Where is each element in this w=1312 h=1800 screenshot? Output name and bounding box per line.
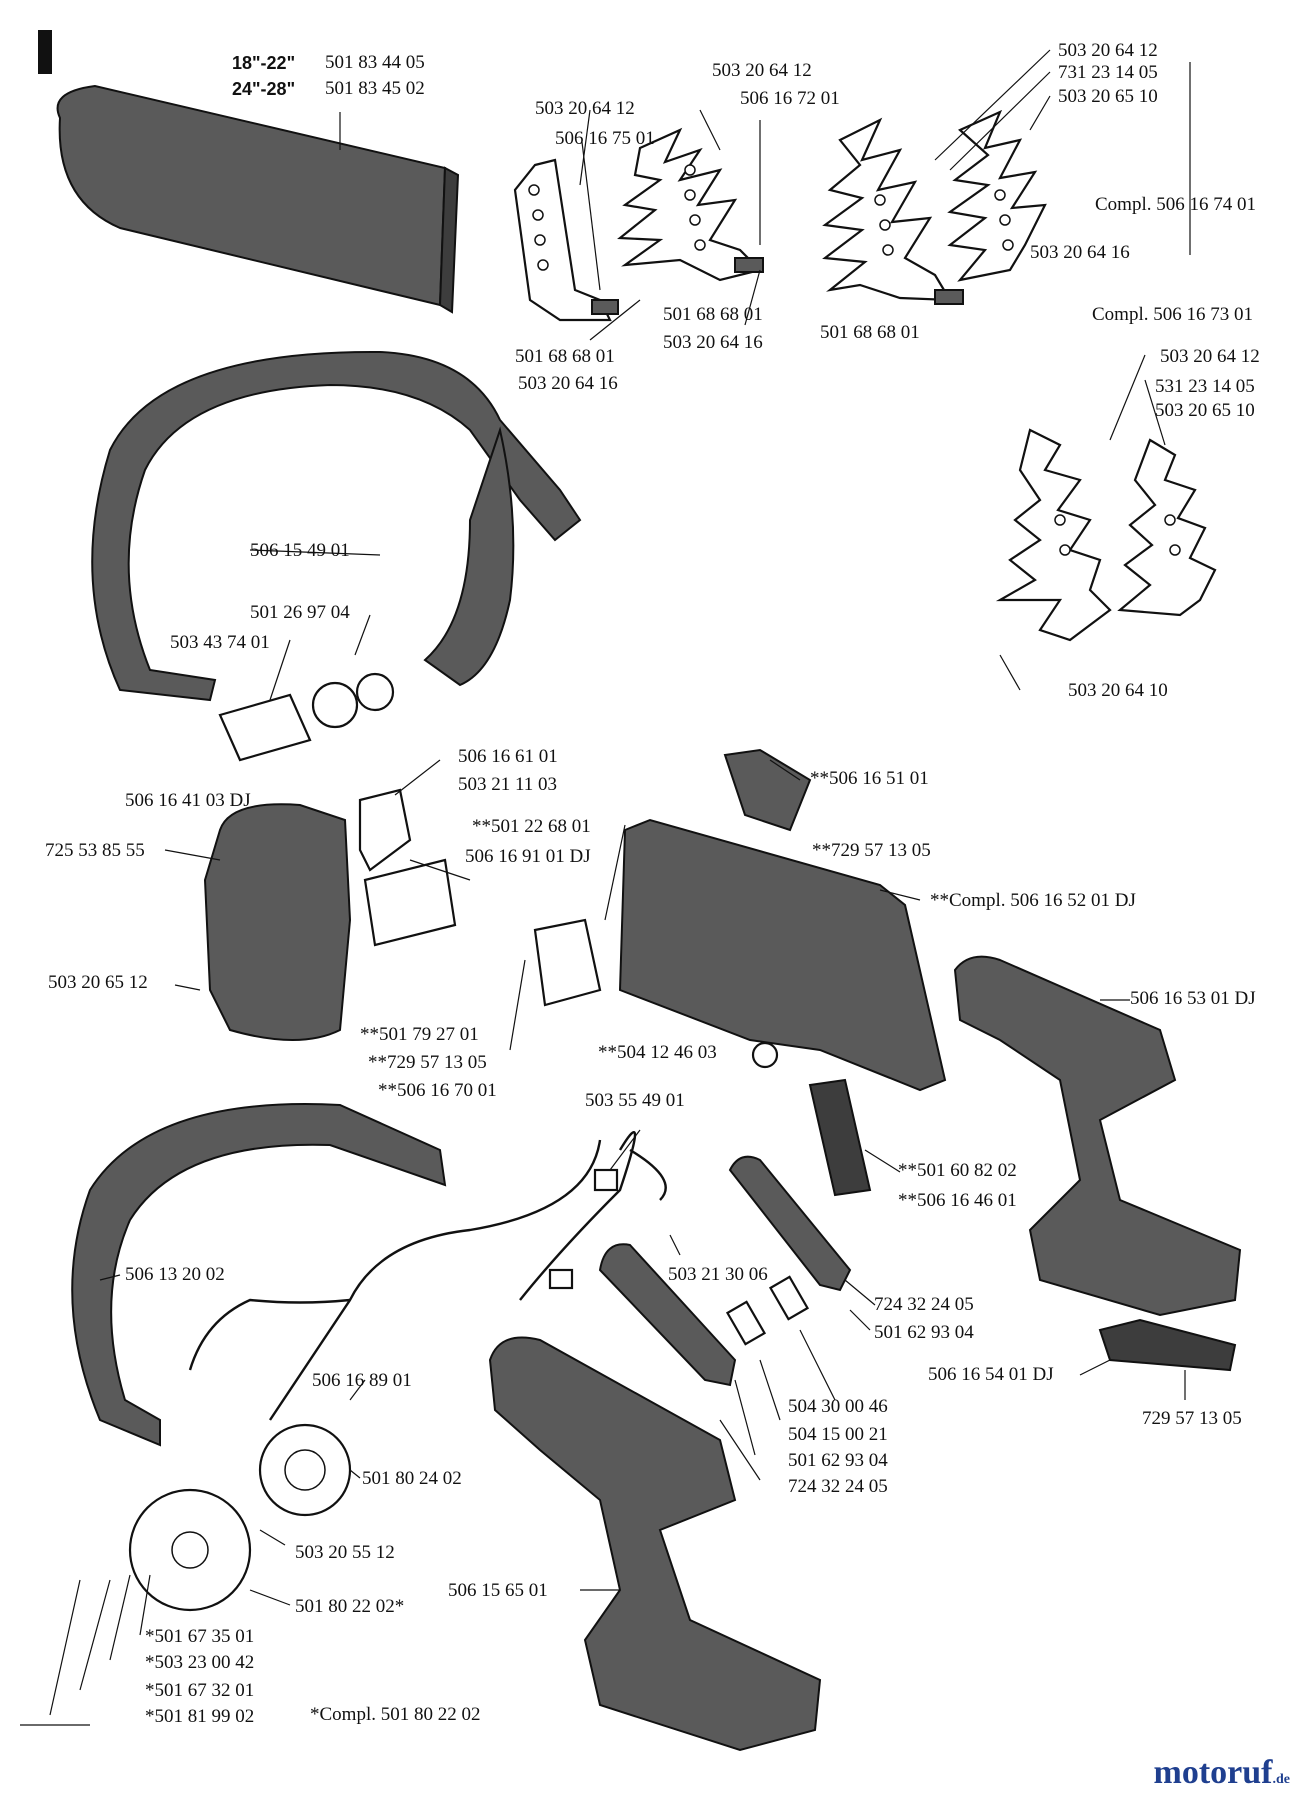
section-mark xyxy=(38,30,52,74)
label-spacer-a: 501 62 93 04 xyxy=(874,1322,974,1343)
label-flywheel-part-1: *501 67 35 01 xyxy=(145,1626,255,1647)
label-bar-cover-size-24-28: 24"-28" xyxy=(232,79,296,99)
label-guide-pin: **501 22 68 01 xyxy=(472,816,591,837)
label-bar-cover-size-18-22: 18"-22" xyxy=(232,53,296,73)
label-mid-spike-plate: 506 16 72 01 xyxy=(740,88,840,109)
label-big-spike-screw: 503 20 64 12 xyxy=(1058,40,1158,61)
label-flywheel-part-4: *501 81 99 02 xyxy=(145,1706,255,1727)
label-big-spike-nut: 501 68 68 01 xyxy=(820,322,920,343)
label-right-spike-screw-1: 503 20 64 12 xyxy=(1160,346,1260,367)
brand-logo: motoruf.de xyxy=(1154,1754,1290,1792)
label-switch-screw: 503 21 30 06 xyxy=(668,1264,768,1285)
label-muffler-screw-2: 503 20 65 12 xyxy=(48,972,148,993)
label-dampener-sleeve: 503 43 74 01 xyxy=(170,632,270,653)
bar-cover-drawing xyxy=(56,84,460,314)
label-front-handle: 506 15 49 01 xyxy=(250,540,350,561)
big-spike-drawing xyxy=(822,109,1047,305)
heated-handle-drawing xyxy=(71,1103,447,1447)
label-mid-spike-nut: 501 68 68 01 xyxy=(663,304,763,325)
label-muffler: 506 16 41 03 DJ xyxy=(125,790,251,811)
label-sleeve-a: 504 30 00 46 xyxy=(788,1396,888,1417)
label-big-spike-screw-3: 503 20 64 16 xyxy=(1030,242,1130,263)
label-right-spike-washer: 531 23 14 05 xyxy=(1155,376,1255,397)
rear-handle-right-drawing xyxy=(953,955,1242,1372)
label-clutch-cover: **Compl. 506 16 52 01 DJ xyxy=(930,890,1136,911)
label-flywheel-compl: *Compl. 501 80 22 02 xyxy=(310,1704,481,1725)
label-trigger-screw: 729 57 13 05 xyxy=(1142,1408,1242,1429)
label-muffler-bracket-screw: 503 21 11 03 xyxy=(458,774,558,795)
label-plate-pin: **501 60 82 02 xyxy=(898,1160,1017,1181)
label-big-spike-screw-2: 503 20 65 10 xyxy=(1058,86,1158,107)
label-screw-a: 724 32 24 05 xyxy=(874,1294,974,1315)
label-bar-cover-18-22: 501 83 44 05 xyxy=(325,52,425,73)
label-big-spike-washer: 731 23 14 05 xyxy=(1058,62,1158,83)
label-right-spike-screw-3: 503 20 64 10 xyxy=(1068,680,1168,701)
leader-lines xyxy=(20,49,1191,1726)
label-muffler-bolt: **501 79 27 01 xyxy=(360,1024,479,1045)
label-mid-spike-screw-top: 503 20 64 12 xyxy=(712,60,812,81)
label-mid-spike-screw-bottom: 503 20 64 16 xyxy=(663,332,763,353)
label-flywheel-part-3: *501 67 32 01 xyxy=(145,1680,255,1701)
label-right-spike-screw-2: 503 20 65 10 xyxy=(1155,400,1255,421)
label-right-spike-compl: Compl. 506 16 73 01 xyxy=(1092,304,1253,325)
label-muffler-screw: 725 53 85 55 xyxy=(45,840,145,861)
label-rear-handle-right: 506 16 53 01 DJ xyxy=(1130,988,1256,1009)
generator-drawing xyxy=(128,1423,352,1612)
bar-parts-drawing xyxy=(598,1155,852,1387)
label-small-spike-screw-bottom: 503 20 64 16 xyxy=(518,373,618,394)
label-flywheel: 501 80 22 02* xyxy=(295,1596,405,1617)
label-chain-guard: **506 16 51 01 xyxy=(810,768,929,789)
wiring-drawing xyxy=(188,1130,667,1421)
small-spike-drawing xyxy=(513,158,619,322)
label-flywheel-part-2: *503 23 00 42 xyxy=(145,1652,255,1673)
label-dampener-washer: 501 26 97 04 xyxy=(250,602,350,623)
label-generator-screw: 503 20 55 12 xyxy=(295,1542,395,1563)
label-trigger-cover: 506 16 54 01 DJ xyxy=(928,1364,1054,1385)
label-heated-handle: 506 13 20 02 xyxy=(125,1264,225,1285)
rear-handle-drawing xyxy=(488,1336,822,1752)
label-sleeve-b: 504 15 00 21 xyxy=(788,1424,888,1445)
label-cover-screw: **729 57 13 05 xyxy=(368,1052,487,1073)
label-spacer-b: 501 62 93 04 xyxy=(788,1450,888,1471)
brand-name: motoruf xyxy=(1153,1754,1273,1791)
label-small-spike-nut: 501 68 68 01 xyxy=(515,346,615,367)
label-small-spike-plate: 506 16 75 01 xyxy=(555,128,655,149)
label-rear-handle: 506 15 65 01 xyxy=(448,1580,548,1601)
label-big-spike-compl: Compl. 506 16 74 01 xyxy=(1095,194,1256,215)
label-cover-plate: **506 16 70 01 xyxy=(378,1080,497,1101)
label-generator: 501 80 24 02 xyxy=(362,1468,462,1489)
brand-suffix: .de xyxy=(1272,1772,1291,1787)
label-clutch-cover-nut: **504 12 46 03 xyxy=(598,1042,717,1063)
label-screw-b: 724 32 24 05 xyxy=(788,1476,888,1497)
label-switch: 503 55 49 01 xyxy=(585,1090,685,1111)
right-spike-drawing xyxy=(995,428,1217,642)
label-plate: **506 16 46 01 xyxy=(898,1190,1017,1211)
muffler-drawing xyxy=(203,788,457,1041)
front-handle-drawing xyxy=(91,350,582,762)
label-small-spike-screw-top: 503 20 64 12 xyxy=(535,98,635,119)
clutch-cover-drawing xyxy=(533,748,947,1197)
label-muffler-gasket: 506 16 91 01 DJ xyxy=(465,846,591,867)
label-muffler-bracket: 506 16 61 01 xyxy=(458,746,558,767)
mid-spike-drawing xyxy=(617,127,764,282)
label-chain-guard-screw: **729 57 13 05 xyxy=(812,840,931,861)
label-bar-cover-24-28: 501 83 45 02 xyxy=(325,78,425,99)
label-wiring-harness: 506 16 89 01 xyxy=(312,1370,412,1391)
